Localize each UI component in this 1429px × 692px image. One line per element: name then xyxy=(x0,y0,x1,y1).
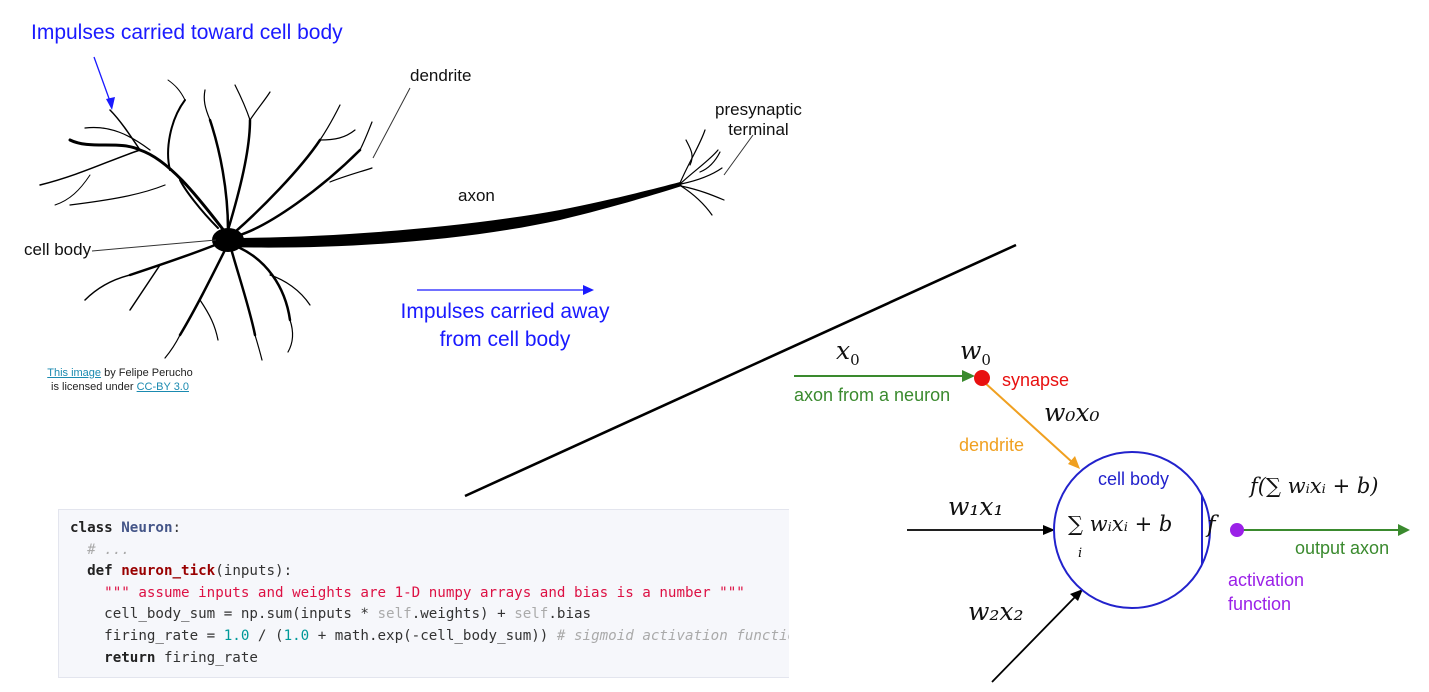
dendrite-label: dendrite xyxy=(410,66,472,85)
w0-label: w0 xyxy=(960,336,991,369)
docstring: """ assume inputs and weights are 1-D nu… xyxy=(104,584,745,601)
class-keyword: class xyxy=(70,520,113,536)
cell-body-sum-part2: .weights) + xyxy=(411,606,515,623)
def-keyword: def xyxy=(87,563,113,580)
impulses-toward-label: Impulses carried toward cell body xyxy=(31,21,343,44)
class-name: Neuron xyxy=(121,520,173,536)
code-block: class Neuron: # ... def neuron_tick(inpu… xyxy=(58,509,789,678)
activation-function-label: activation function xyxy=(1228,568,1304,616)
axon-label: axon xyxy=(458,186,495,205)
x0-label: x0 xyxy=(836,336,860,369)
image-credit: This image by Felipe Perucho is licensed… xyxy=(20,366,220,394)
x0-var: x xyxy=(836,336,851,365)
cell-body-sum-part3: .bias xyxy=(548,606,592,623)
sum-index: i xyxy=(1078,546,1083,561)
w0-sub: 0 xyxy=(981,351,991,369)
sigmoid-comment: # sigmoid activation function xyxy=(556,627,789,644)
cell-body-circle xyxy=(1053,451,1211,609)
sum-expression: ∑ wᵢxᵢ + b xyxy=(1068,512,1173,536)
presynaptic-line2: terminal xyxy=(728,120,789,139)
w2x2-label: w₂x₂ xyxy=(968,597,1024,626)
number-literal: 1.0 xyxy=(223,627,250,644)
firing-rate-part3: + math.exp(-cell_body_sum)) xyxy=(309,627,557,644)
impulses-away-line1: Impulses carried away xyxy=(400,300,610,323)
return-value: firing_rate xyxy=(155,649,258,666)
cell-body-sum-part1: cell_body_sum = np.sum(inputs * xyxy=(104,606,378,623)
presynaptic-line1: presynaptic xyxy=(715,100,802,119)
activation-line1: activation xyxy=(1228,570,1305,590)
w1x1-label: w₁x₁ xyxy=(948,492,1004,521)
class-colon: : xyxy=(172,520,182,536)
impulses-away-line2: from cell body xyxy=(439,328,571,351)
cell-body-model-label: cell body xyxy=(1098,469,1170,489)
image-source-link[interactable]: This image xyxy=(47,367,102,379)
activation-f: f xyxy=(1207,512,1216,538)
code-text: class Neuron: # ... def neuron_tick(inpu… xyxy=(59,510,789,669)
license-link[interactable]: CC-BY 3.0 xyxy=(136,381,189,393)
output-formula: f(∑ wᵢxᵢ + b) xyxy=(1250,474,1379,498)
self-keyword: self xyxy=(377,606,412,623)
function-params: (inputs): xyxy=(215,563,293,580)
credit-license-text: is licensed under xyxy=(51,381,137,393)
comment-ellipsis: # ... xyxy=(70,541,130,558)
axon-from-neuron-label: axon from a neuron xyxy=(794,385,951,405)
function-name: neuron_tick xyxy=(121,563,216,580)
firing-rate-part2: / ( xyxy=(249,627,284,644)
activation-dot xyxy=(1230,523,1244,537)
firing-rate-part1: firing_rate = xyxy=(104,627,224,644)
output-axon-label: output axon xyxy=(1295,538,1390,558)
presynaptic-terminal-label: presynaptic terminal xyxy=(715,100,802,140)
self-keyword: self xyxy=(514,606,549,623)
x0-sub: 0 xyxy=(850,351,860,369)
cell-body-label: cell body xyxy=(24,240,92,259)
impulses-away-label: Impulses carried away from cell body xyxy=(380,298,630,354)
w0x0-label: w₀x₀ xyxy=(1044,398,1100,427)
activation-line2: function xyxy=(1228,594,1292,614)
w0-var: w xyxy=(960,336,982,365)
dendrite-model-label: dendrite xyxy=(959,435,1025,455)
synapse-label: synapse xyxy=(1002,370,1070,390)
number-literal: 1.0 xyxy=(283,627,310,644)
credit-author: by Felipe Perucho xyxy=(101,367,193,379)
return-keyword: return xyxy=(104,649,156,666)
synapse-dot xyxy=(974,370,990,386)
